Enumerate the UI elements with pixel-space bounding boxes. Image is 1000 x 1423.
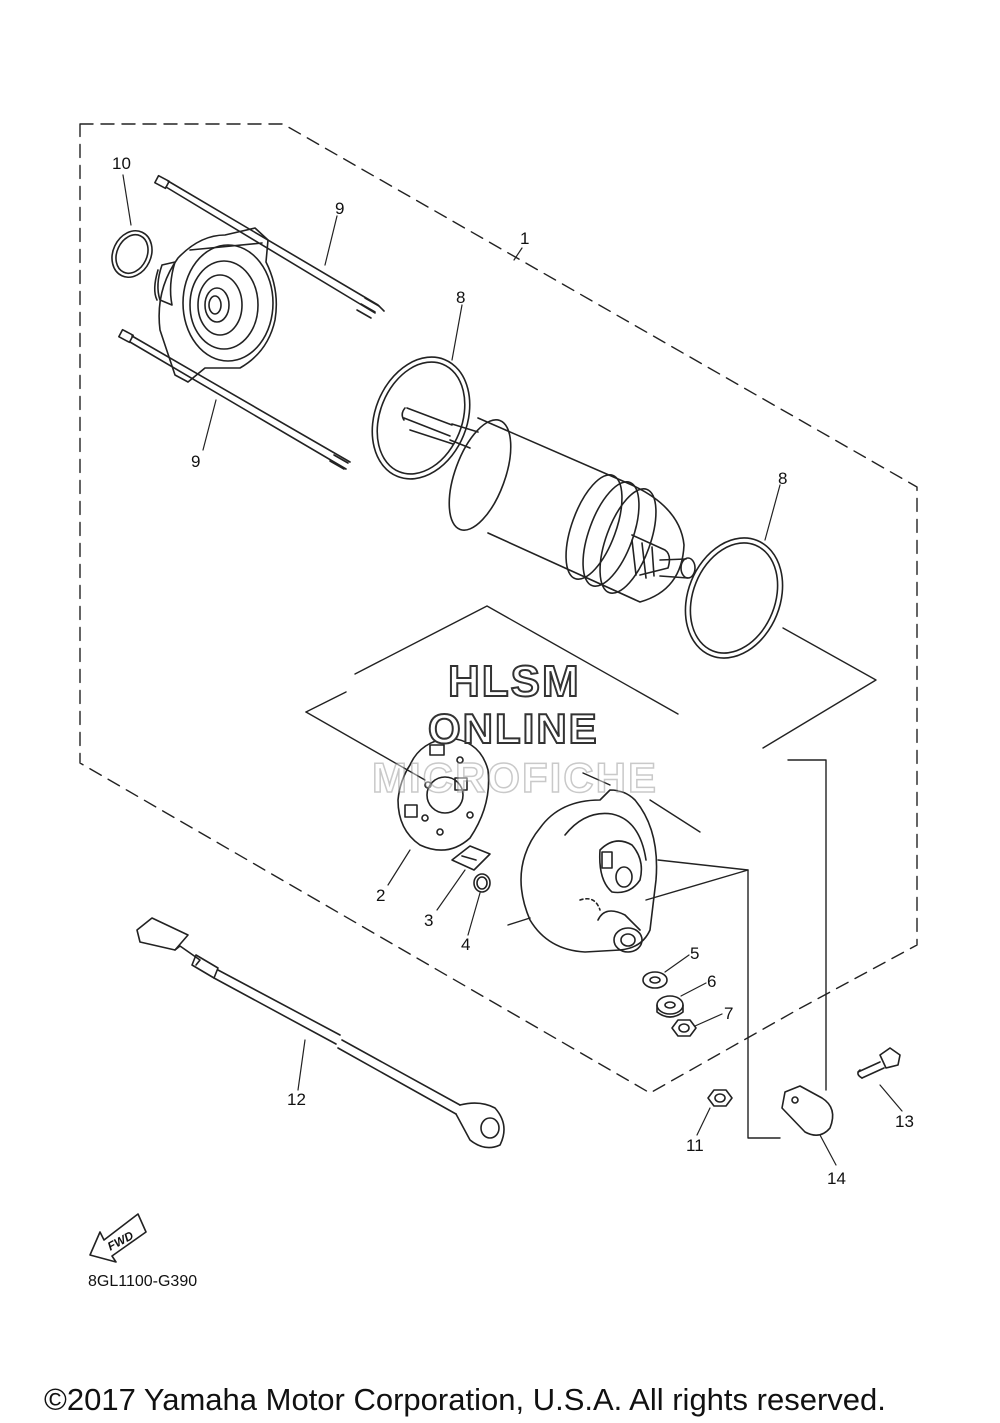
nut-7 <box>671 1019 697 1037</box>
watermark-line-3: MICROFICHE <box>371 754 658 801</box>
callout-5[interactable]: 5 <box>690 944 700 963</box>
o-ring-10 <box>111 230 153 278</box>
callout-12[interactable]: 12 <box>287 1090 306 1109</box>
o-ring-8-upper <box>371 356 471 480</box>
yoke-armature <box>401 407 696 603</box>
inner-plane-lines <box>305 605 877 1139</box>
washer-6 <box>656 995 684 1018</box>
washer-5 <box>642 971 668 989</box>
fwd-arrow-icon: FWD <box>89 1213 147 1263</box>
callout-8-lower[interactable]: 8 <box>778 469 788 488</box>
brush-3 <box>451 845 491 871</box>
callout-6[interactable]: 6 <box>707 972 717 991</box>
clamp-14 <box>781 1085 834 1136</box>
assembly-boundary <box>79 123 918 1094</box>
callout-14[interactable]: 14 <box>827 1169 846 1188</box>
callout-13[interactable]: 13 <box>895 1112 914 1131</box>
through-bolt-9-lower <box>118 328 351 470</box>
callout-11[interactable]: 11 <box>686 1136 704 1155</box>
nut-11 <box>707 1089 733 1107</box>
callout-10[interactable]: 10 <box>112 154 131 173</box>
through-bolt-9-upper <box>154 174 385 319</box>
callout-3[interactable]: 3 <box>424 911 434 930</box>
callout-1[interactable]: 1 <box>520 229 530 248</box>
callout-2[interactable]: 2 <box>376 886 386 905</box>
copyright-notice: ©2017 Yamaha Motor Corporation, U.S.A. A… <box>44 1382 886 1417</box>
diagram-code: 8GL1100-G390 <box>88 1273 198 1290</box>
front-cover <box>153 227 278 383</box>
o-ring-4 <box>473 873 491 893</box>
o-ring-8-lower <box>684 537 784 659</box>
bolt-13 <box>857 1047 901 1079</box>
callout-4[interactable]: 4 <box>461 935 471 954</box>
brush-holder-plate-2 <box>397 737 490 851</box>
callout-9-lower[interactable]: 9 <box>191 452 201 471</box>
callout-9-upper[interactable]: 9 <box>335 199 345 218</box>
callout-7[interactable]: 7 <box>724 1004 734 1023</box>
watermark-line-1: HLSM <box>447 657 581 706</box>
leader-lines <box>122 174 903 1166</box>
callout-8-upper[interactable]: 8 <box>456 288 466 307</box>
starter-lead-12 <box>136 917 505 1149</box>
watermark-line-2: ONLINE <box>427 705 599 752</box>
rear-cover <box>520 789 658 953</box>
